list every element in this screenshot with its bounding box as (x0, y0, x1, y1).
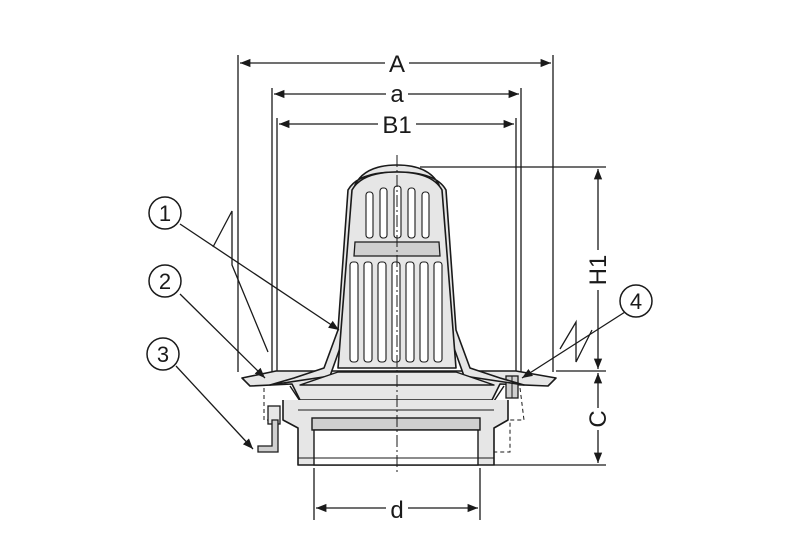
callout-4: 4 (619, 284, 653, 318)
callout-1-number: 1 (159, 201, 171, 226)
callout-4-number: 4 (630, 289, 642, 314)
dimension-d-label: d (390, 497, 403, 524)
dimension-A-label: A (389, 51, 405, 78)
callout-3-number: 3 (157, 342, 169, 367)
callout-2-number: 2 (159, 269, 171, 294)
dimension-C: C (494, 373, 612, 466)
dimension-a-label: a (390, 81, 404, 108)
callout-1: 1 (148, 196, 182, 230)
dimension-a: a (271, 81, 522, 372)
dimension-H1-label: H1 (585, 255, 612, 286)
dimension-H1: H1 (420, 166, 612, 372)
callout-2: 2 (148, 264, 182, 298)
callout-leaders (175, 223, 626, 450)
callout-3: 3 (146, 337, 180, 371)
dimension-C-label: C (585, 410, 612, 427)
roof-break-lines (212, 210, 593, 363)
dimension-d: d (313, 468, 481, 524)
dimension-A: A (237, 51, 554, 372)
dimension-B1: B1 (276, 112, 517, 372)
dimension-B1-label: B1 (382, 112, 411, 139)
